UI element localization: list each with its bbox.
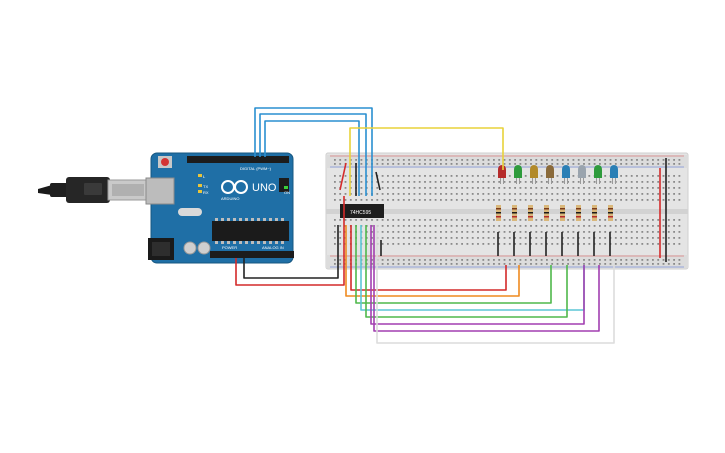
wire-purple-2[interactable] bbox=[373, 225, 600, 332]
wire-black-short[interactable] bbox=[375, 171, 381, 191]
wire-green-2[interactable] bbox=[365, 225, 568, 318]
breadboard[interactable] bbox=[325, 152, 689, 270]
digital-label: DIGITAL (PWM~) bbox=[240, 166, 272, 171]
analog-label: ANALOG IN bbox=[262, 245, 284, 250]
wire-green[interactable] bbox=[355, 225, 552, 304]
wire-black-gnd[interactable] bbox=[243, 225, 339, 279]
wire-purple-1[interactable] bbox=[370, 225, 585, 325]
led[interactable] bbox=[594, 165, 602, 184]
on-label: ON bbox=[284, 190, 290, 195]
wire-red-5v[interactable] bbox=[235, 196, 345, 286]
led[interactable] bbox=[498, 165, 506, 184]
power-analog-header bbox=[210, 251, 294, 258]
wire-red-out[interactable] bbox=[350, 225, 507, 291]
tx-label: TX bbox=[203, 184, 208, 189]
wire-yellow[interactable] bbox=[349, 127, 504, 196]
usb-cable[interactable] bbox=[38, 177, 149, 203]
wire-blue-3[interactable] bbox=[264, 120, 360, 196]
led[interactable] bbox=[610, 165, 618, 184]
led[interactable] bbox=[562, 165, 570, 184]
model-label: UNO bbox=[252, 182, 277, 194]
wire-white[interactable] bbox=[376, 225, 615, 344]
shift-register-chip[interactable]: 74HC595 bbox=[340, 204, 384, 218]
wire-orange[interactable] bbox=[345, 225, 520, 297]
resistors bbox=[496, 205, 613, 221]
atmega-chip bbox=[212, 221, 289, 241]
wire-blue-1[interactable] bbox=[254, 107, 373, 196]
leds bbox=[498, 165, 618, 184]
led[interactable] bbox=[514, 165, 522, 184]
arduino-logo-icon bbox=[221, 180, 248, 194]
digital-header bbox=[187, 156, 289, 163]
l-led-label: L bbox=[203, 174, 206, 179]
led[interactable] bbox=[530, 165, 538, 184]
power-label: POWER bbox=[222, 245, 237, 250]
arduino-uno-board[interactable]: UNO ARDUINO DIGITAL (PWM~) POWER ANALOG … bbox=[145, 152, 294, 264]
wire-blue-2[interactable] bbox=[259, 113, 367, 196]
led[interactable] bbox=[578, 165, 586, 184]
chip-label: 74HC595 bbox=[350, 210, 371, 216]
brand-label: ARDUINO bbox=[221, 196, 239, 201]
wires bbox=[235, 107, 667, 344]
breadboard-holes bbox=[334, 159, 681, 265]
led[interactable] bbox=[546, 165, 554, 184]
rx-label: RX bbox=[203, 190, 209, 195]
wire-red-rail[interactable] bbox=[339, 162, 347, 191]
